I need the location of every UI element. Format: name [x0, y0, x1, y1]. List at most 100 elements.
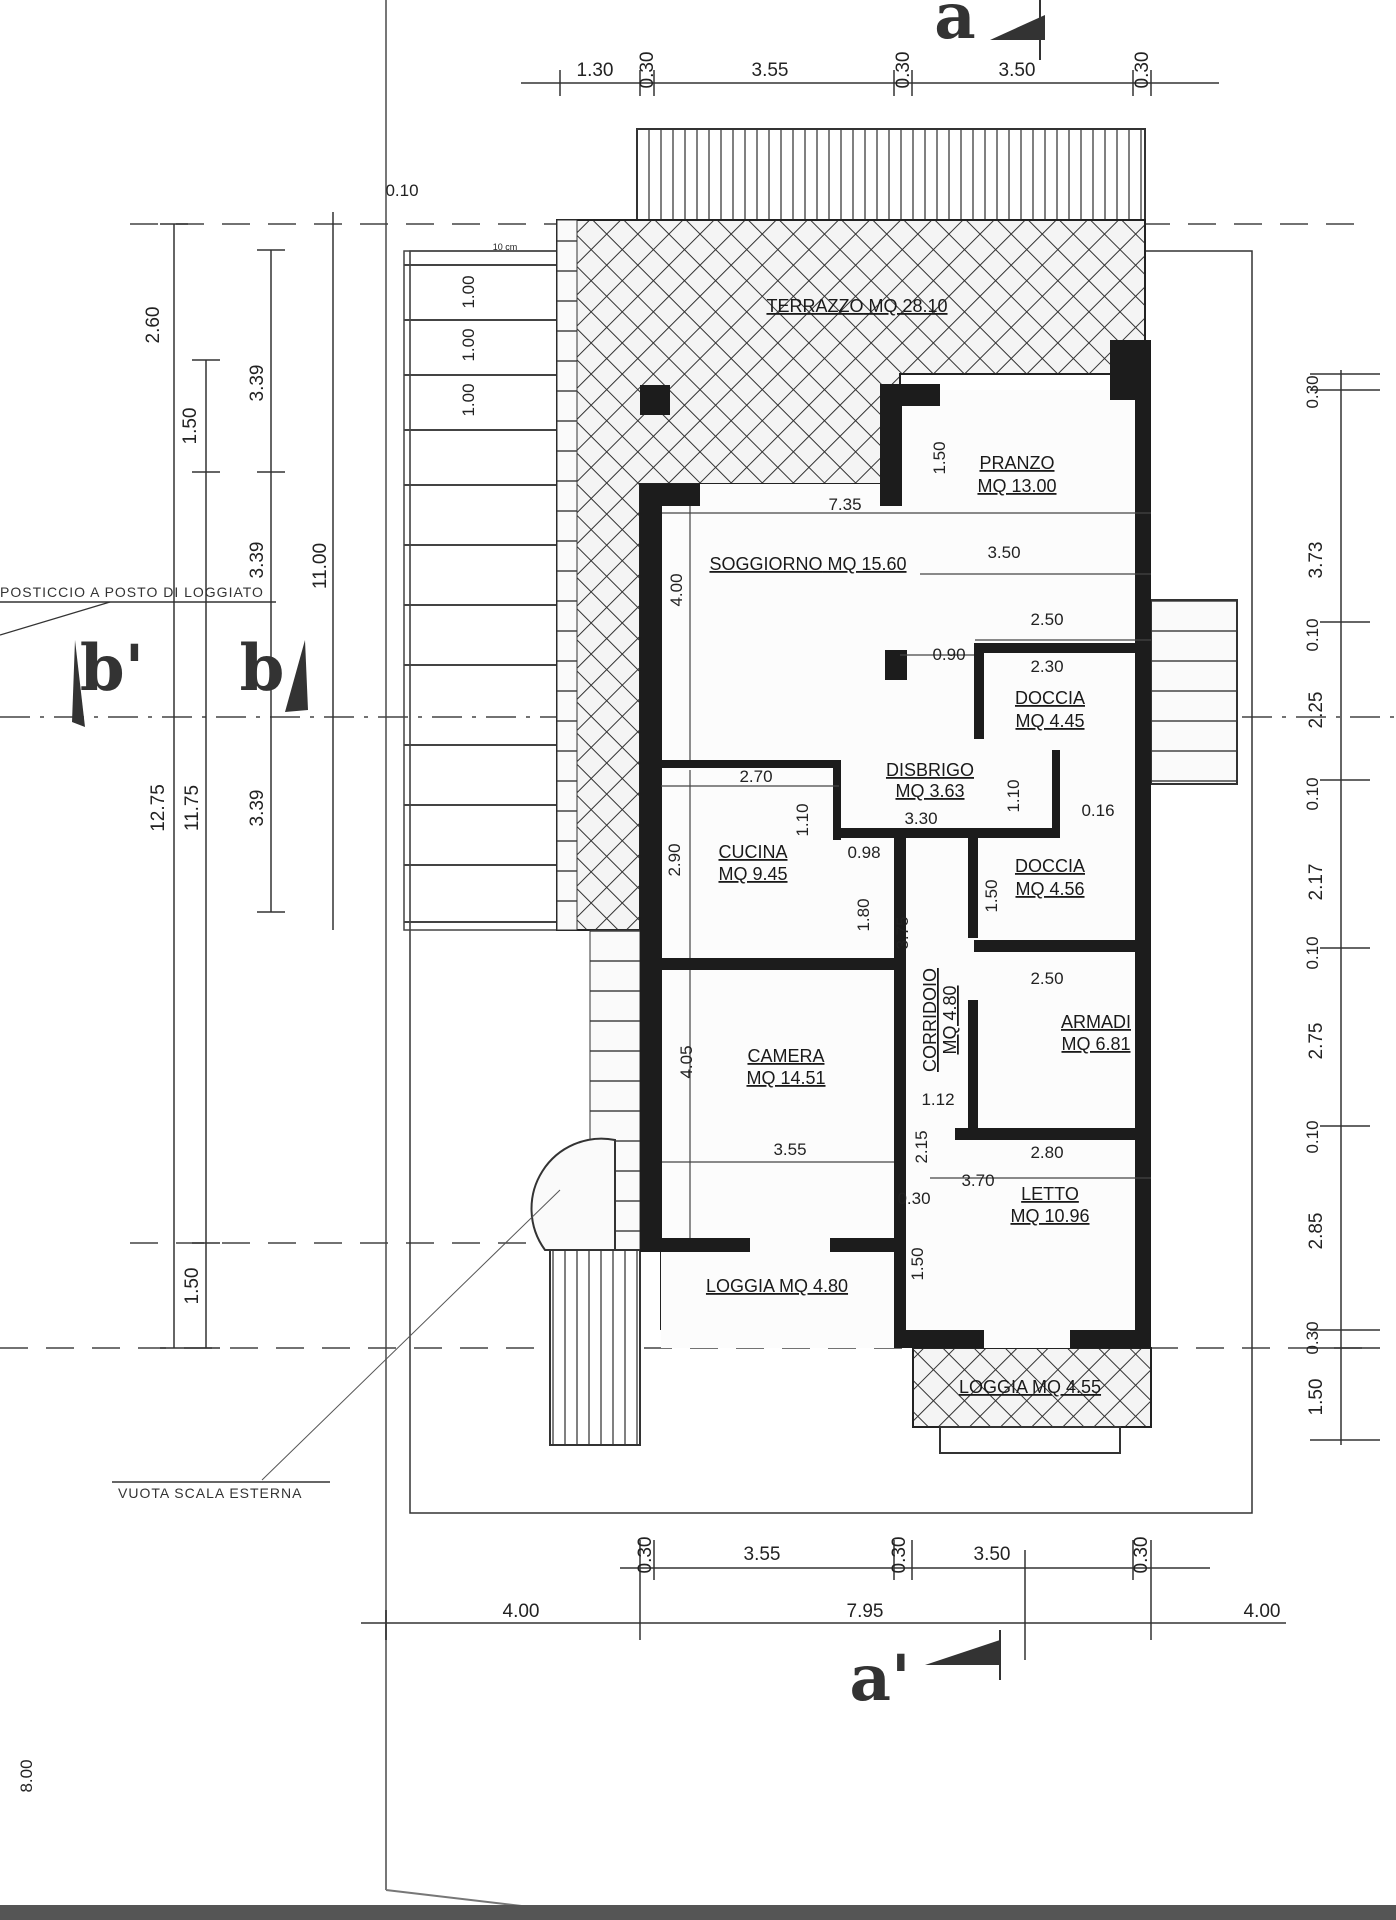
room-doccia-1-name: DOCCIA: [1015, 688, 1085, 708]
dim-label: 8.00: [17, 1759, 36, 1792]
bottom-dimensions: 0.30 3.55 0.30 3.50 0.30 4.00 7.95 4.00: [361, 1537, 1286, 1660]
room-loggia-2: LOGGIA MQ 4.55: [959, 1377, 1101, 1397]
room-terrazzo: TERRAZZO MQ 28.10: [766, 296, 947, 316]
dim-label: 2.90: [665, 843, 684, 876]
dim-label: 0.30: [637, 52, 658, 89]
dim-label: 3.73: [1306, 542, 1327, 579]
dim-label: 3.55: [773, 1140, 806, 1159]
left-dimensions: 2.60 1.50 3.39 3.39 3.39 11.00 12.75 11.…: [17, 181, 517, 1793]
room-doccia-1-area: MQ 4.45: [1015, 711, 1084, 731]
room-letto-area: MQ 10.96: [1010, 1206, 1089, 1226]
dim-label: 12.75: [148, 784, 169, 832]
room-pranzo-area: MQ 13.00: [977, 476, 1056, 496]
dim-label: 7.95: [847, 1601, 884, 1622]
section-mark-b-prime: b': [80, 631, 144, 706]
dim-label: 4.00: [503, 1601, 540, 1622]
dim-label: 0.30: [889, 1537, 910, 1574]
dim-label: 1.80: [854, 898, 873, 931]
dim-label: 3.55: [752, 60, 789, 81]
dim-label: 2.15: [912, 1130, 931, 1163]
dim-label: 2.80: [1030, 1143, 1063, 1162]
dim-label: 0.10: [1303, 618, 1322, 651]
dim-label: 1.50: [982, 879, 1001, 912]
room-camera-name: CAMERA: [747, 1046, 824, 1066]
dim-label: 4.00: [667, 573, 686, 606]
dim-label: 11.75: [182, 785, 203, 831]
dim-label: 2.25: [1306, 692, 1327, 729]
dim-label: 11.00: [310, 543, 331, 589]
dim-label: 0.30: [1131, 1537, 1152, 1574]
dim-label: 3.55: [744, 1544, 781, 1565]
dim-label: 1.00: [459, 383, 478, 416]
dim-label: 2.50: [1030, 969, 1063, 988]
dim-label: 1.50: [180, 408, 201, 445]
room-armadi-area: MQ 6.81: [1061, 1034, 1130, 1054]
section-mark-a-bottom: a': [849, 1641, 910, 1716]
top-balustrade: [636, 128, 1146, 221]
dim-label: 1.10: [1004, 779, 1023, 812]
section-arrow-icon: [990, 15, 1045, 40]
dim-label: 1.50: [908, 1247, 927, 1280]
dim-label: 0.30: [1303, 375, 1322, 408]
right-dimensions: 0.30 3.73 0.10 2.25 0.10 2.17 0.10 2.75 …: [1303, 370, 1380, 1445]
dim-label: 2.50: [1030, 610, 1063, 629]
dim-label: 1.00: [459, 275, 478, 308]
dim-label: 0.10: [1303, 936, 1322, 969]
note-posticcio: POSTICCIO A POSTO DI LOGGIATO: [0, 584, 264, 600]
section-mark-a-top: a: [934, 0, 975, 54]
dim-label: 7.35: [828, 495, 861, 514]
dim-label: 3.39: [247, 365, 268, 402]
pergola-note: 10 cm: [493, 242, 518, 252]
dim-label: 0.16: [1081, 801, 1114, 820]
dim-label: 3.39: [247, 790, 268, 827]
dim-label: 3.50: [987, 543, 1020, 562]
dim-label: 1.00: [459, 328, 478, 361]
room-disbrigo-area: MQ 3.63: [895, 781, 964, 801]
room-loggia-1: LOGGIA MQ 4.80: [706, 1276, 848, 1296]
dim-label: 0.10: [1303, 777, 1322, 810]
dim-label: 3.50: [974, 1544, 1011, 1565]
dim-label: 3.75: [893, 916, 912, 949]
section-arrow-icon: [285, 640, 308, 712]
dim-label: 1.12: [921, 1090, 954, 1109]
notes: POSTICCIO A POSTO DI LOGGIATO VUOTA SCAL…: [0, 584, 330, 1501]
dim-label: 2.70: [739, 767, 772, 786]
dim-label: 1.50: [1306, 1379, 1327, 1416]
note-vuota-scala: VUOTA SCALA ESTERNA: [118, 1485, 302, 1501]
dim-label: 0.10: [1303, 1120, 1322, 1153]
dim-label: 3.30: [904, 809, 937, 828]
section-arrow-icon: [72, 640, 85, 727]
dim-label: 4.00: [1244, 1601, 1281, 1622]
dim-label: 0.10: [385, 181, 418, 200]
room-corridoio-area: MQ 4.80: [940, 985, 960, 1054]
section-arrow-icon: [925, 1640, 1000, 1665]
top-dimensions: 1.30 0.30 3.55 0.30 3.50 0.30: [521, 52, 1219, 96]
dim-label: 0.98: [847, 843, 880, 862]
dim-label: 1.10: [793, 803, 812, 836]
pergola: [403, 250, 558, 931]
dim-label: 1.50: [182, 1268, 203, 1305]
walls: [640, 340, 1151, 1348]
dim-label: 4.05: [677, 1045, 696, 1078]
room-soggiorno: SOGGIORNO MQ 15.60: [709, 554, 906, 574]
dim-label: 0.30: [893, 52, 914, 89]
room-letto-name: LETTO: [1021, 1184, 1079, 1204]
dim-label: 0.30: [1303, 1321, 1322, 1354]
dim-label: 2.30: [1030, 657, 1063, 676]
section-markers: a a' b' b: [72, 0, 1045, 1716]
room-cucina-area: MQ 9.45: [718, 864, 787, 884]
dim-label: 2.60: [143, 307, 164, 344]
room-corridoio-name: CORRIDOIO: [920, 968, 940, 1072]
dim-label: 2.75: [1306, 1023, 1327, 1060]
room-doccia-2-area: MQ 4.56: [1015, 879, 1084, 899]
dim-label: 0.30: [897, 1189, 930, 1208]
room-camera-area: MQ 14.51: [746, 1068, 825, 1088]
dim-label: 0.90: [932, 645, 965, 664]
right-steps: [1150, 599, 1238, 785]
dim-label: 0.30: [635, 1537, 656, 1574]
dim-label: 3.50: [999, 60, 1036, 81]
dim-label: 2.85: [1306, 1213, 1327, 1250]
dim-label: 1.30: [577, 60, 614, 81]
